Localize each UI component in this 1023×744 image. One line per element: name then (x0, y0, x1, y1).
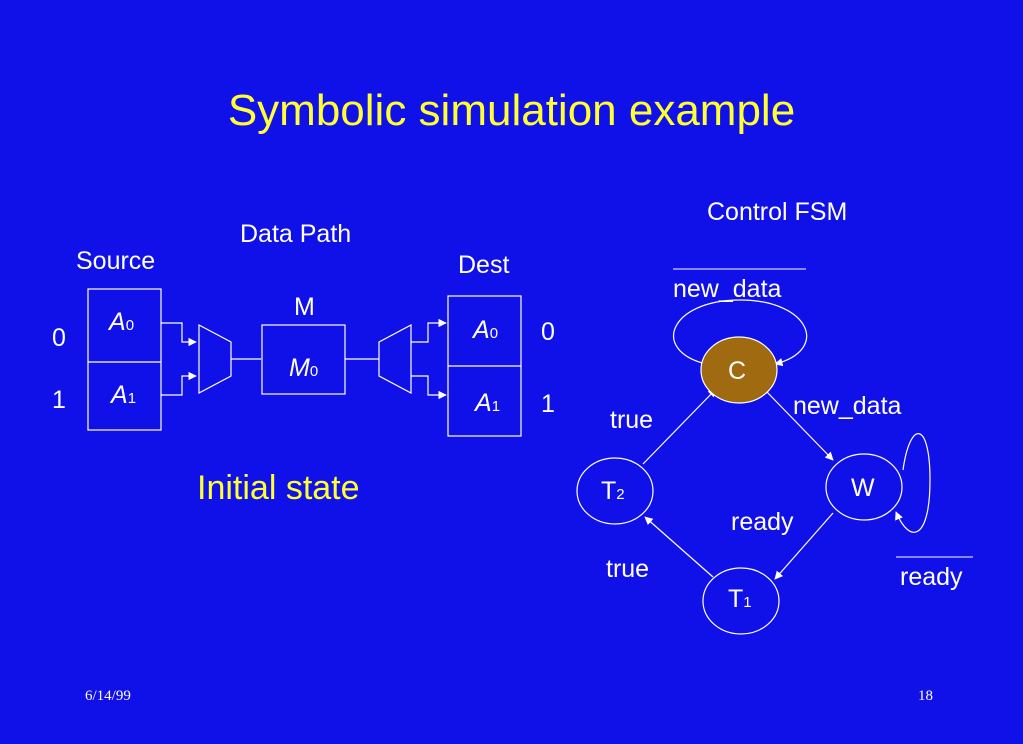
datapath-heading: Data Path (240, 220, 352, 248)
state-w-label: W (851, 474, 875, 502)
slide-title: Symbolic simulation example (227, 86, 796, 135)
dest-reg-a1: A1 (475, 389, 501, 417)
state-t2-node (576, 457, 654, 525)
state-t1-node (702, 567, 780, 635)
label-w-self: ready (900, 563, 963, 591)
output-demux (378, 324, 412, 394)
source-label: Source (76, 247, 156, 275)
dest-label: Dest (458, 251, 510, 279)
footer-page-number: 18 (918, 688, 933, 704)
label-c-self: new_data (673, 275, 782, 303)
state-t2-label: T2 (601, 477, 625, 505)
source-reg-a1: A1 (111, 381, 137, 409)
dest-reg-a0: A0 (473, 316, 499, 344)
dest-register (447, 295, 522, 437)
w-self-loop (895, 433, 931, 533)
dest-index-1: 1 (541, 390, 555, 418)
fsm-transitions (642, 388, 834, 580)
label-t1-to-t2: true (606, 555, 650, 583)
state-w-node (825, 453, 903, 521)
m-label: M (294, 293, 315, 321)
source-index-0: 0 (52, 324, 66, 352)
m-reg-m0: M0 (289, 354, 319, 382)
label-c-to-w: new_data (793, 392, 902, 420)
source-to-mux-wires (161, 322, 197, 396)
footer-date: 6/14/99 (85, 688, 131, 704)
dest-index-0: 0 (541, 318, 555, 346)
state-c-node (700, 336, 778, 404)
demux-to-dest-wires (411, 318, 447, 400)
source-register (87, 288, 162, 431)
input-mux (198, 324, 232, 394)
state-c-label: C (728, 357, 747, 385)
state-caption: Initial state (197, 469, 360, 507)
label-w-to-t1: ready (731, 508, 794, 536)
c-self-loop (673, 299, 807, 367)
source-index-1: 1 (52, 386, 66, 414)
label-t2-to-c: true (610, 406, 654, 434)
fsm-heading: Control FSM (707, 198, 848, 226)
source-reg-a0: A0 (109, 308, 135, 336)
state-t1-label: T1 (728, 585, 752, 613)
